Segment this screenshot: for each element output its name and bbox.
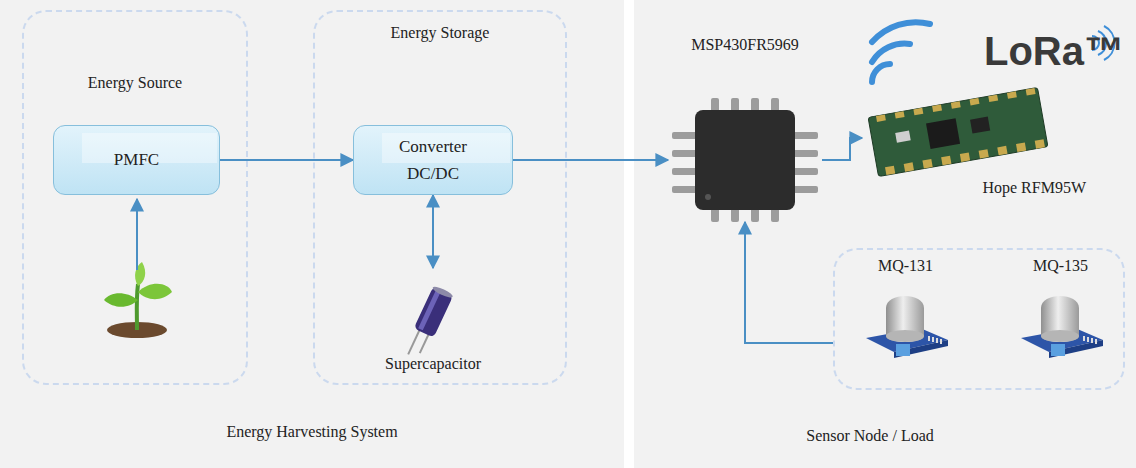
radio-module: Hope RFM95W	[862, 92, 1054, 172]
connector-arrow	[513, 159, 668, 161]
part-label: Energy Harvesting System	[226, 422, 397, 442]
part-label: Energy Source	[88, 73, 182, 93]
group-frame: MQ-131 MQ-135	[833, 248, 1125, 390]
chip-icon	[668, 98, 822, 222]
wireless-waves	[872, 22, 930, 82]
logo-text: LoRa™	[984, 28, 1124, 74]
part-label: MQ-131	[878, 256, 933, 276]
part-label: Supercapacitor	[385, 354, 481, 374]
gas-sensor: MQ-131	[858, 256, 953, 361]
radio-module-icon	[862, 92, 1054, 172]
plant-arrow	[136, 199, 138, 270]
connector-arrow	[432, 195, 434, 268]
gas-sensor: MQ-135	[1013, 256, 1108, 361]
part-label: MSP430FR5969	[691, 35, 799, 55]
plant-illustration	[104, 262, 172, 338]
part-label: Energy Storage	[391, 23, 490, 43]
supercapacitor-part: Supercapacitor	[368, 268, 498, 376]
process-box: PMFC	[53, 125, 220, 195]
part-label: MQ-135	[1033, 256, 1088, 276]
part-label: Hope RFM95W	[982, 178, 1086, 198]
box-label: PMFC	[114, 150, 159, 170]
connector-arrow	[822, 138, 862, 160]
system-panel: Energy Harvesting System Energy SourcePMF…	[0, 0, 624, 468]
group-frame: Energy StorageConverter DC/DC Supercapaci…	[313, 10, 567, 385]
connector-arrow	[745, 222, 833, 343]
process-box: Converter DC/DC	[353, 125, 513, 195]
part-label: Sensor Node / Load	[806, 426, 934, 446]
right-panel-ground	[634, 0, 1136, 468]
group-frame: Energy SourcePMFC	[22, 10, 248, 385]
microcontroller-chip: MSP430FR5969	[668, 98, 822, 222]
left-panel-ground	[0, 0, 624, 468]
box-label: Converter DC/DC	[378, 133, 488, 187]
connector-arrow	[220, 159, 353, 161]
